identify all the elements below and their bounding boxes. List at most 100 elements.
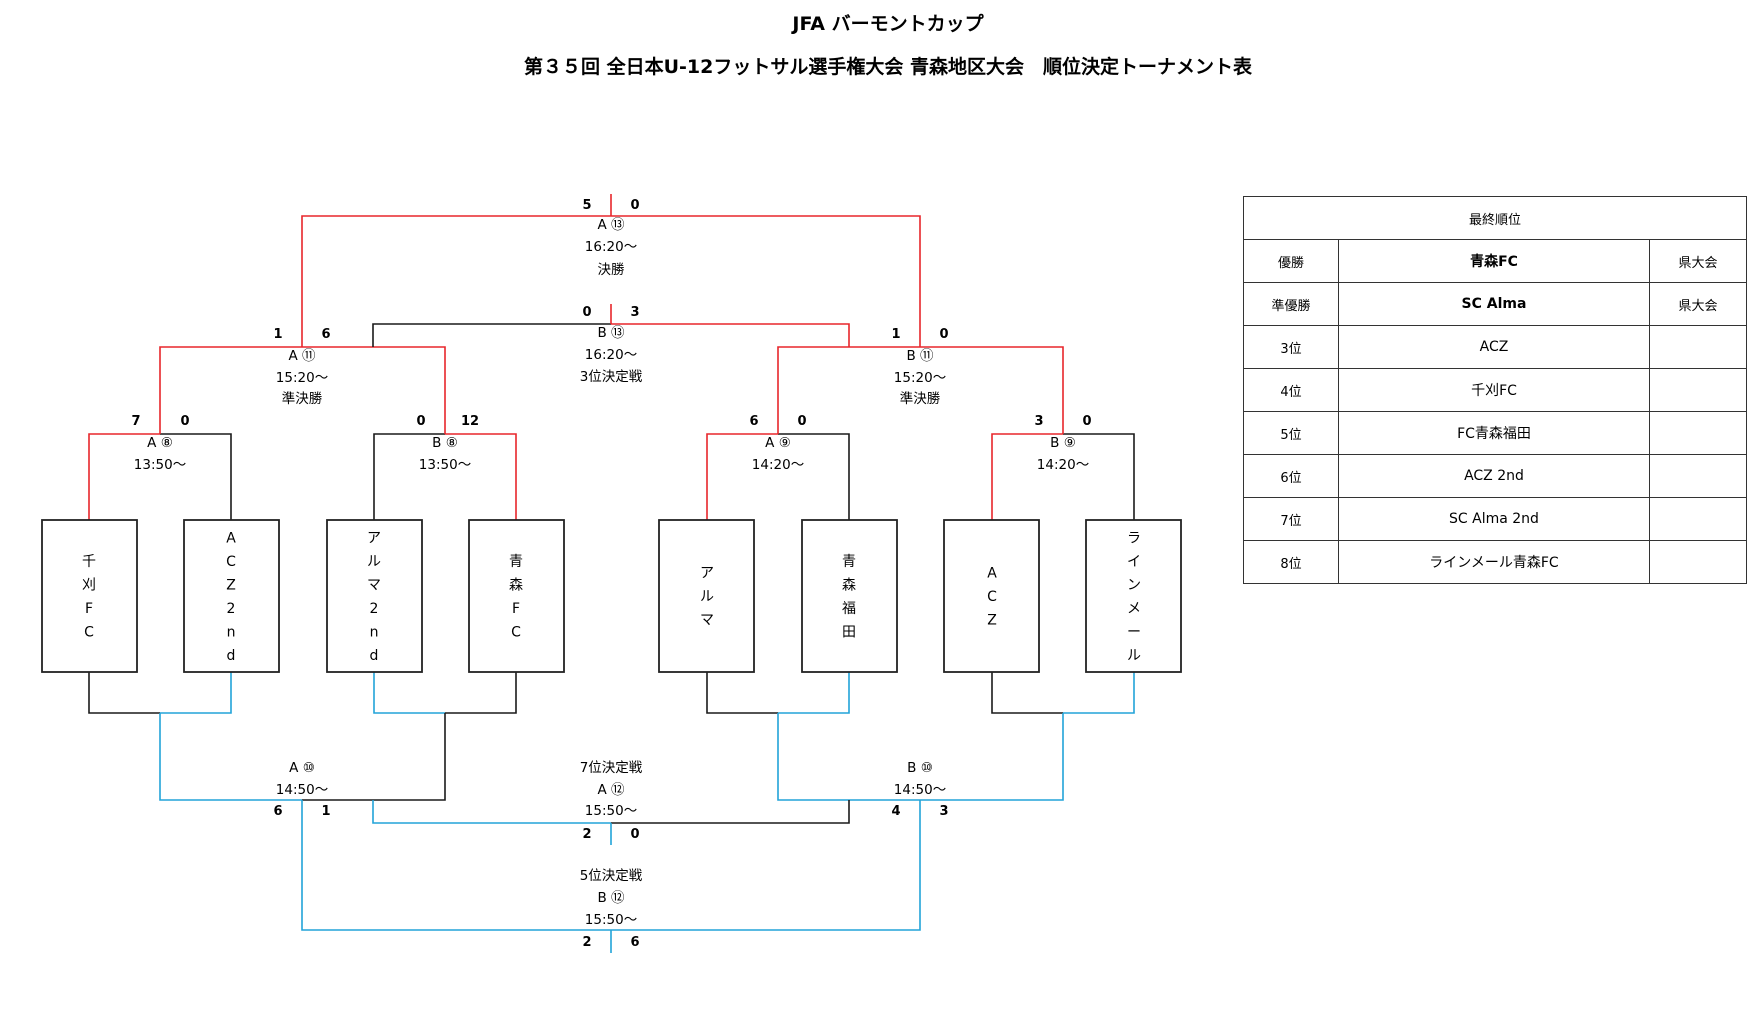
match-id-a10: A ⑩ [289,760,315,776]
standings-rank: 5位 [1243,411,1339,455]
standings-team: ACZ [1338,325,1650,369]
match-id-b8: B ⑧ [432,435,458,451]
score-a10-right: 1 [321,804,330,819]
score-b10-left: 4 [891,804,900,819]
match-round-b11: 準決勝 [900,391,941,407]
line-a10-right [302,713,446,801]
match-id-b10: B ⑩ [907,760,933,776]
final-connectors [301,194,921,347]
team-box-7 [943,519,1040,673]
standings-note [1649,368,1747,412]
score-a9-left: 6 [749,414,758,429]
standings-row: 4位千刈FC [1243,368,1747,412]
standings-team: SC Alma 2nd [1338,497,1650,541]
line-a10-b-left [373,672,445,714]
line-b8-left [373,433,445,520]
line-b11-left [777,346,920,434]
standings-note [1649,411,1747,455]
standings-rank: 4位 [1243,368,1339,412]
score-a13-left: 5 [582,198,591,213]
score-a13-right: 0 [630,198,639,213]
line-a10-left [159,713,302,801]
standings-team: 千刈FC [1338,368,1650,412]
match-round-a11: 準決勝 [282,391,323,407]
standings-note [1649,497,1747,541]
standings-note [1649,325,1747,369]
page-title: JFA バーモントカップ [792,13,984,35]
match-id-b9: B ⑨ [1050,435,1076,451]
line-a8-right [160,433,232,520]
score-b11-right: 0 [939,327,948,342]
standings-rank: 6位 [1243,454,1339,498]
line-b10-b-right [1063,672,1135,714]
line-a10-a-left [88,672,160,714]
match-time-a8: 13:50～ [134,457,186,473]
line-a10-a-right [160,672,232,714]
lower-connectors [88,672,1135,953]
score-b13-left: 0 [582,305,591,320]
score-b12-right: 6 [630,935,639,950]
match-time-b9: 14:20～ [1037,457,1089,473]
score-b8-right: 12 [461,414,479,429]
line-7th-left [372,800,611,824]
line-b8-right [445,433,517,520]
r1-connectors [88,433,1135,520]
team-box-6 [801,519,898,673]
score-a12-right: 0 [630,827,639,842]
team-name: 青森福田 [842,554,856,641]
line-b9-left [991,433,1063,520]
team-box-4 [468,519,565,673]
team-box-1 [41,519,138,673]
line-a11-left [159,346,302,434]
match-id-a13: A ⑬ [597,217,625,233]
match-id-a9: A ⑨ [765,435,791,451]
score-a10-left: 6 [273,804,282,819]
match-round-b13: 3位決定戦 [580,369,643,385]
standings-team: SC Alma [1338,282,1650,326]
score-a11-right: 6 [321,327,330,342]
line-b10-a-left [706,672,778,714]
standings-rank: 優勝 [1243,239,1339,283]
score-b13-right: 3 [630,305,639,320]
score-a12-left: 2 [582,827,591,842]
match-labels: 7 0 A ⑧ 13:50～ 0 12 B ⑧ 13:50～ 6 0 A ⑨ 1… [131,198,1091,950]
match-time-a11: 15:20～ [276,370,328,386]
standings-note: 県大会 [1649,239,1747,283]
score-b8-left: 0 [416,414,425,429]
standings-rank: 3位 [1243,325,1339,369]
match-id-a8: A ⑧ [147,435,173,451]
match-round-a12: 7位決定戦 [580,760,643,776]
score-b10-right: 3 [939,804,948,819]
line-a9-left [706,433,778,520]
standings-header: 最終順位 [1243,196,1747,240]
team-box-3 [326,519,423,673]
match-time-b8: 13:50～ [419,457,471,473]
standings-team: ACZ 2nd [1338,454,1650,498]
match-time-a10: 14:50～ [276,782,328,798]
line-b11-right [920,346,1064,434]
match-time-b13: 16:20～ [585,347,637,363]
score-b9-left: 3 [1034,414,1043,429]
standings-rank: 7位 [1243,497,1339,541]
line-b10-a-right [778,672,850,714]
team-name: アルマ [700,566,714,629]
standings-rank: 準優勝 [1243,282,1339,326]
standings-row: 8位ラインメール青森FC [1243,540,1747,584]
line-3rd-left [372,323,611,347]
match-round-b12: 5位決定戦 [580,868,643,884]
team-box-8 [1085,519,1182,673]
match-time-b10: 14:50～ [894,782,946,798]
match-id-b12: B ⑫ [597,890,625,906]
